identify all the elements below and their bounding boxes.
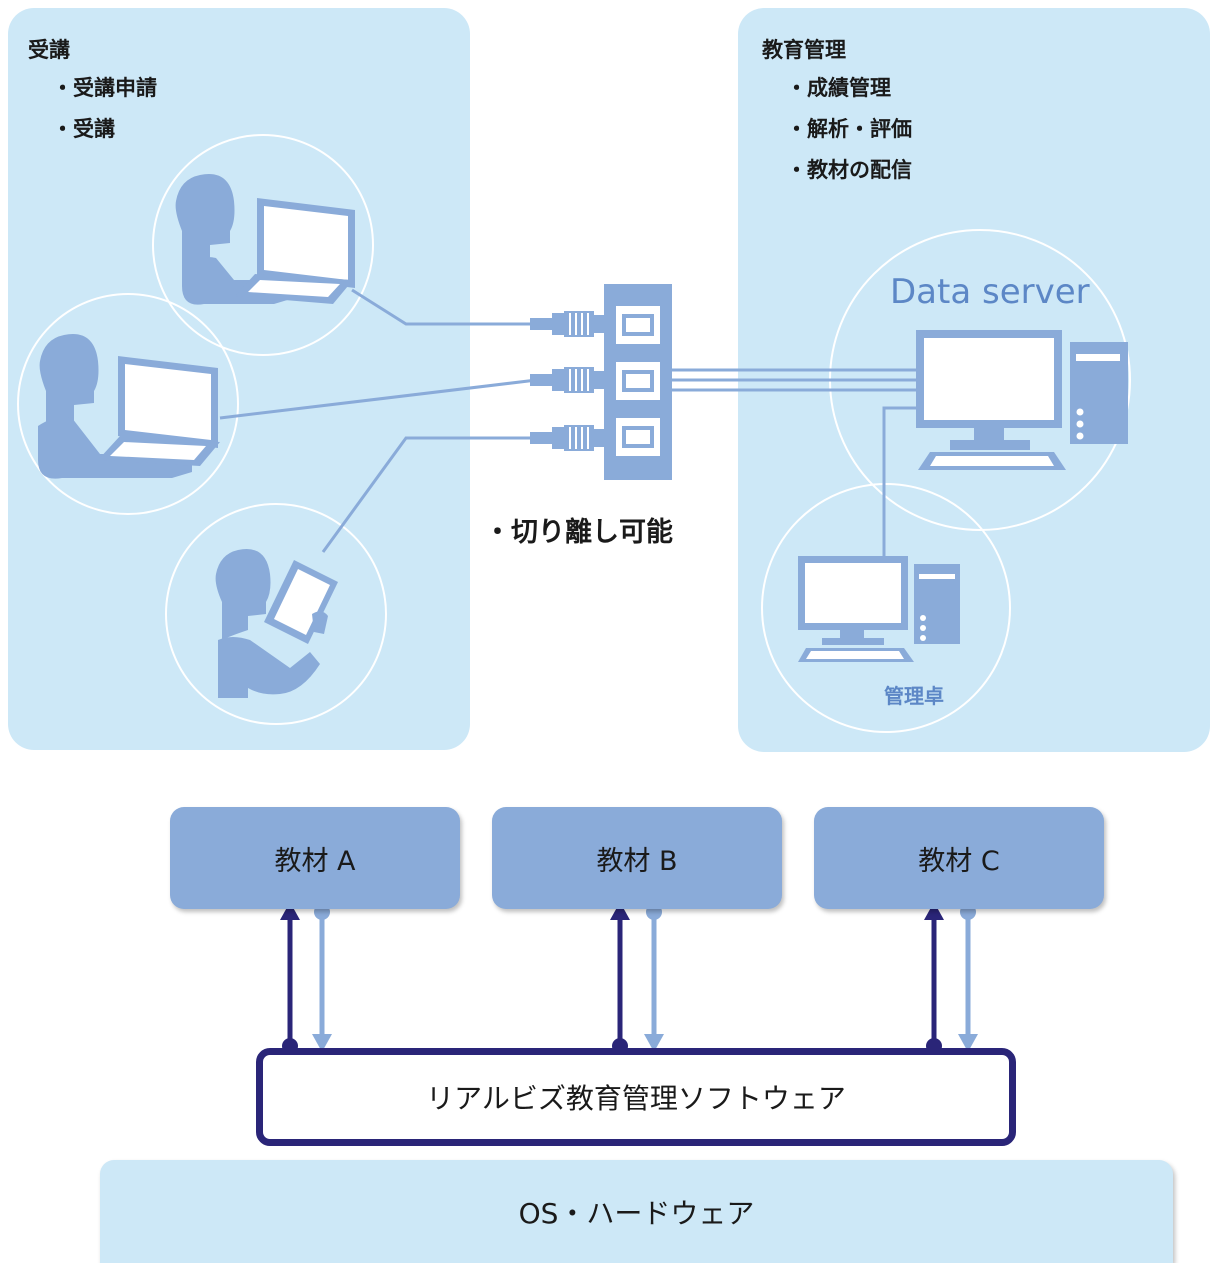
desktop-computer-icon <box>916 330 1128 470</box>
cable <box>219 377 546 420</box>
ethernet-plug-icon <box>529 310 605 338</box>
learner-feature-list: 受講申請 受講 <box>52 68 157 150</box>
material-box-a: 教材 A <box>170 807 460 909</box>
learner-feature-item: 受講申請 <box>52 68 157 109</box>
os-hardware-box: OS・ハードウェア <box>100 1160 1173 1263</box>
network-switch-icon <box>604 284 672 480</box>
material-label: 教材 C <box>918 845 1000 877</box>
admin-panel-title: 教育管理 <box>762 38 846 62</box>
user-circle <box>152 134 374 356</box>
data-server-label: Data server <box>890 272 1090 312</box>
arrow-down-icon <box>958 1034 978 1052</box>
arrow-up-icon <box>280 902 300 920</box>
material-label: 教材 B <box>596 845 678 877</box>
os-label: OS・ハードウェア <box>518 1196 755 1230</box>
user-circle <box>165 503 387 725</box>
ethernet-plug-icon <box>529 366 605 394</box>
material-box-c: 教材 C <box>814 807 1104 909</box>
detachable-label: 切り離し可能 <box>484 510 673 549</box>
desktop-computer-icon <box>798 556 960 662</box>
admin-feature-list: 成績管理 解析・評価 教材の配信 <box>786 68 912 191</box>
admin-circle <box>761 483 1011 733</box>
software-label: リアルビズ教育管理ソフトウェア <box>426 1082 846 1115</box>
management-software-box: リアルビズ教育管理ソフトウェア <box>256 1048 1016 1146</box>
person-tablet-icon <box>215 549 338 698</box>
arrow-down-icon <box>312 1034 332 1052</box>
cable <box>351 288 545 326</box>
person-laptop-icon <box>38 334 220 479</box>
arrow-group-c <box>924 902 978 1054</box>
admin-feature-item: 教材の配信 <box>786 150 912 191</box>
learner-feature-item: 受講 <box>52 109 157 150</box>
arrow-down-icon <box>644 1034 664 1052</box>
cable <box>882 406 918 556</box>
ethernet-plug-icon <box>529 424 605 452</box>
arrow-group-a <box>280 902 332 1054</box>
learner-panel-title: 受講 <box>28 38 70 62</box>
arrow-group-b <box>610 902 664 1054</box>
material-box-b: 教材 B <box>492 807 782 909</box>
person-laptop-icon <box>175 174 355 305</box>
arrow-up-icon <box>610 902 630 920</box>
admin-feature-item: 成績管理 <box>786 68 912 109</box>
user-circle <box>17 293 239 515</box>
admin-feature-item: 解析・評価 <box>786 109 912 150</box>
material-label: 教材 A <box>274 845 356 877</box>
cable <box>321 436 545 553</box>
admin-console-label: 管理卓 <box>884 684 944 708</box>
arrow-up-icon <box>924 902 944 920</box>
